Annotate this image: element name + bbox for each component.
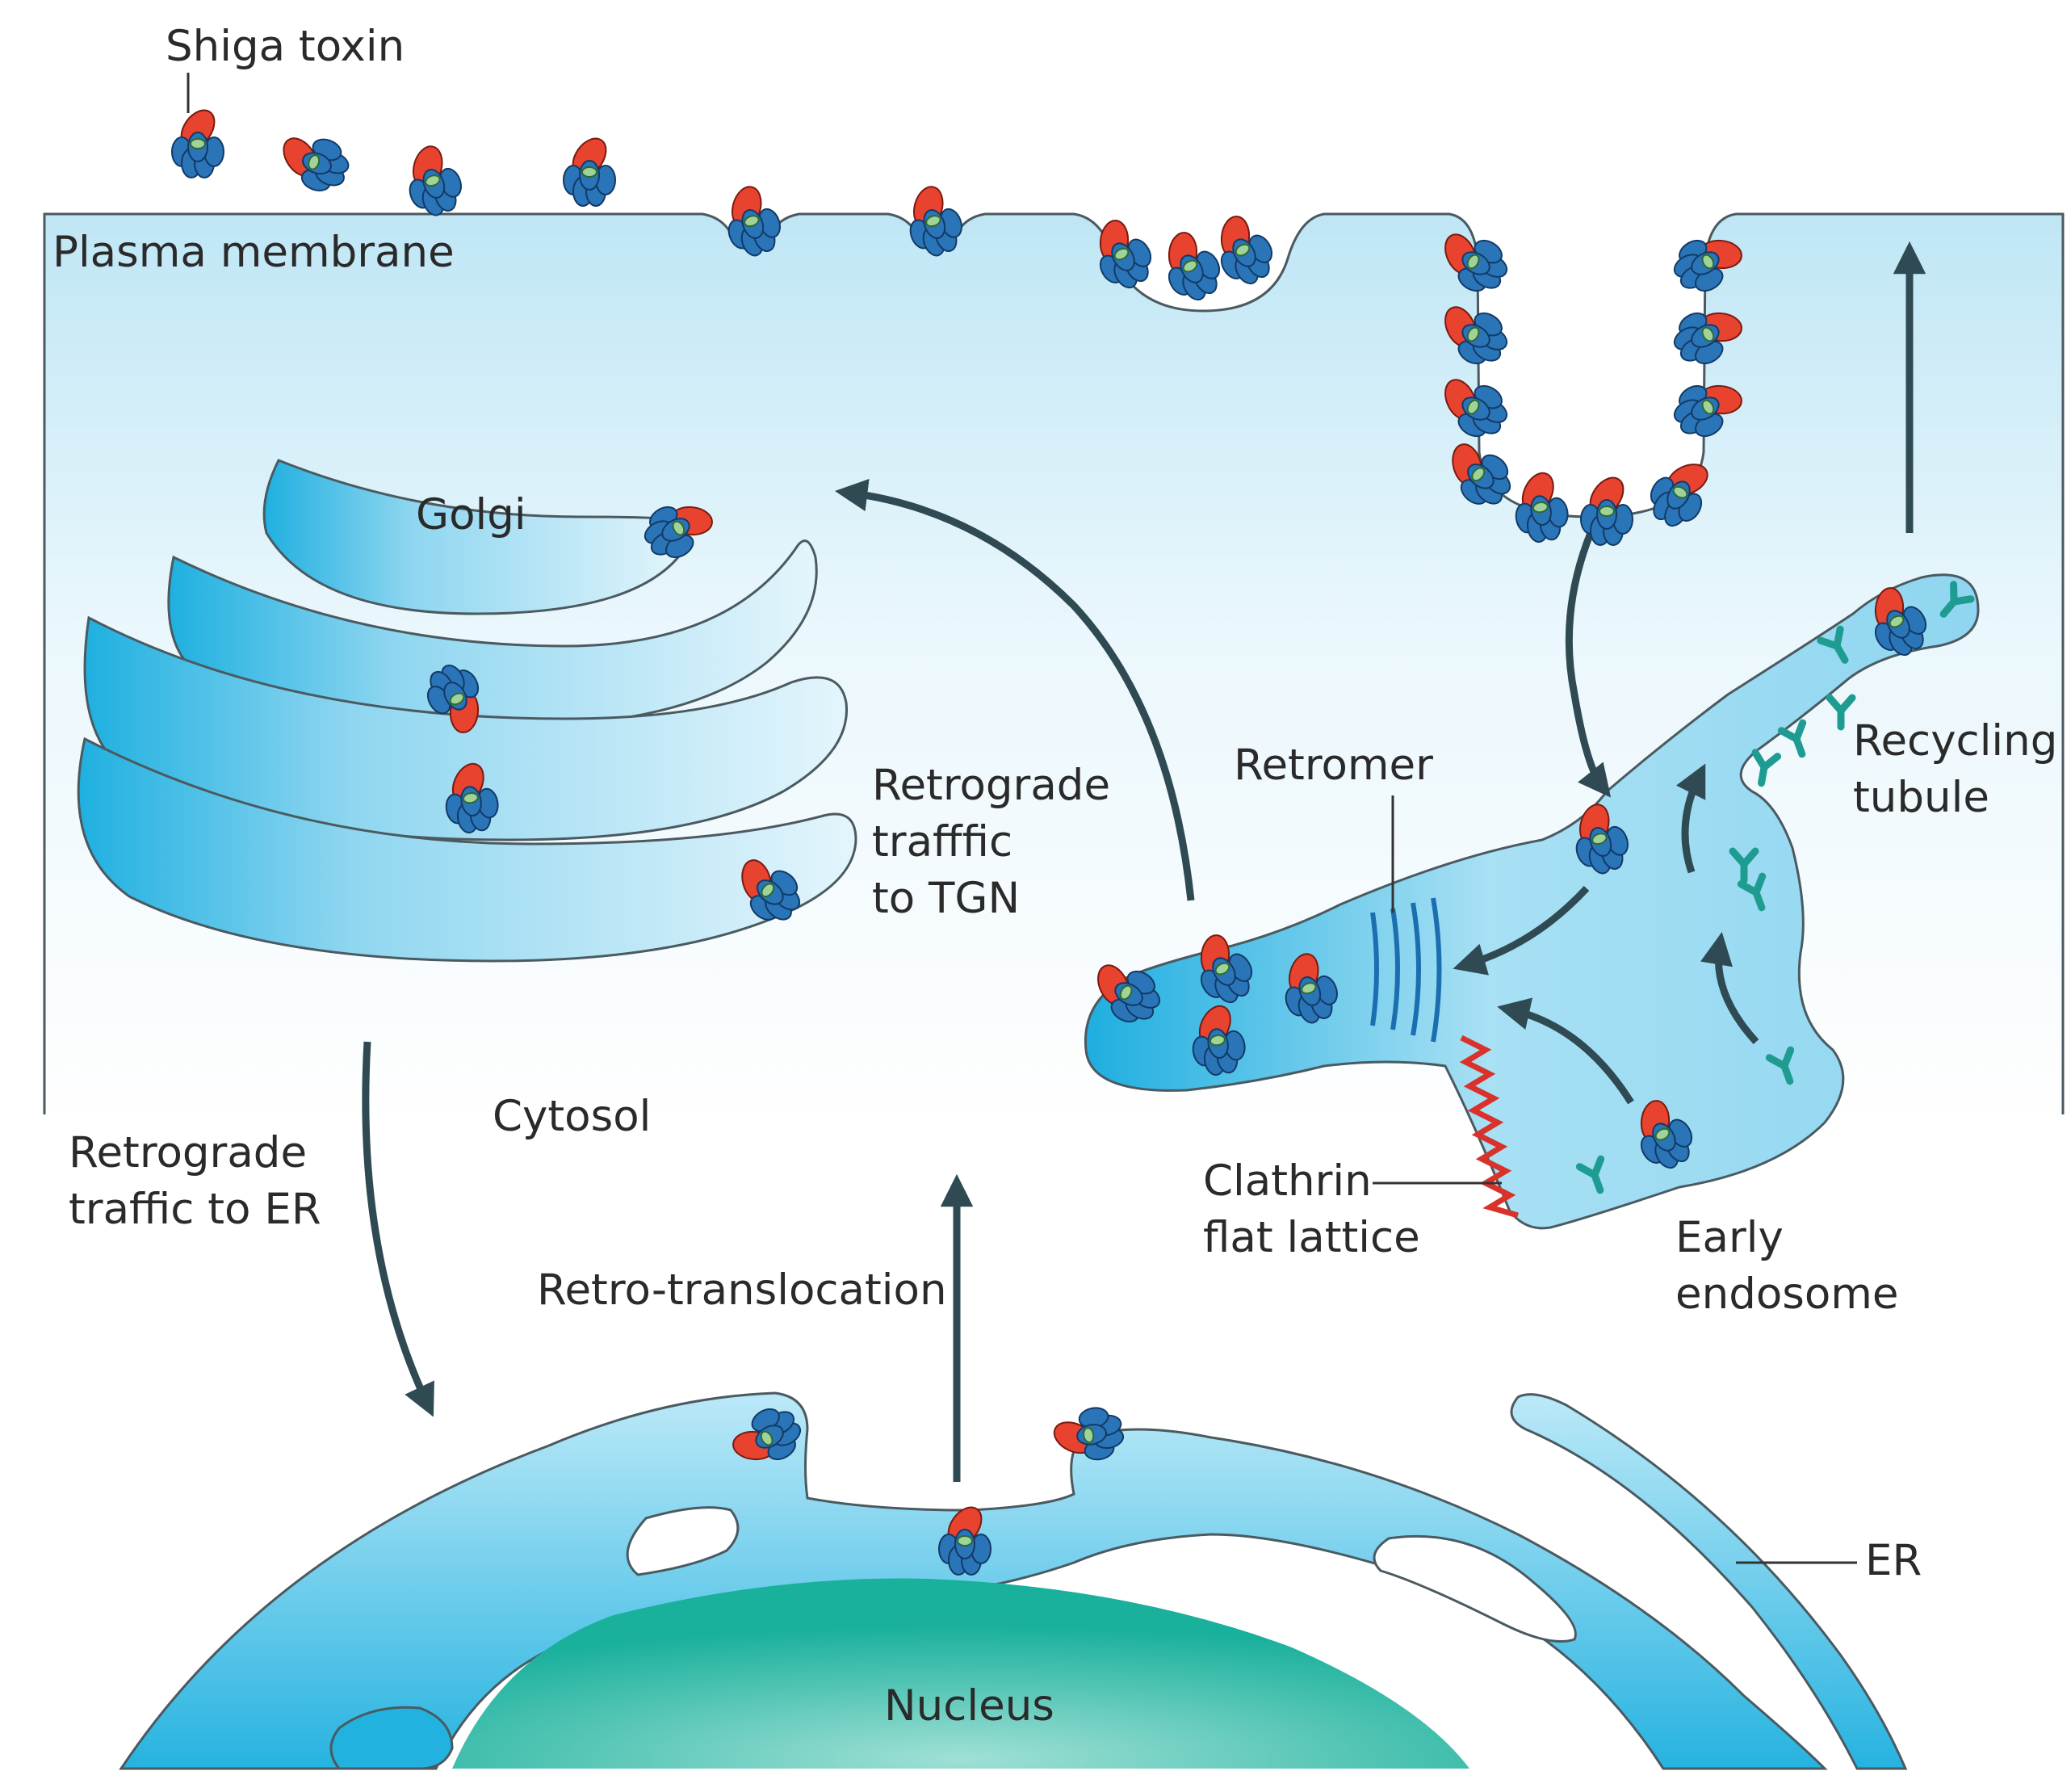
nuclear-pore-gap-2	[1373, 1534, 1577, 1643]
shiga-toxin-molecule	[1673, 312, 1742, 365]
arrow-endosome-recycle-1	[1700, 932, 1759, 1045]
shiga-toxin-molecule	[1099, 220, 1152, 289]
receptor-glyph	[1751, 749, 1782, 787]
label-early-endosome-line-2: endosome	[1675, 1270, 1899, 1319]
retromer-coat	[1370, 897, 1442, 1043]
arrow-to-retromer	[1453, 885, 1590, 976]
label-early-endosome: Early endosome	[1675, 1213, 1899, 1319]
shiga-toxin-molecule	[283, 137, 350, 191]
shiga-toxin-molecule	[171, 109, 224, 178]
shiga-toxin-molecule	[1575, 804, 1629, 875]
shiga-toxin-molecule	[1053, 1407, 1125, 1461]
label-retrograde-tgn-line-3: to TGN	[872, 874, 1020, 923]
label-retrograde-er-line-1: Retrograde	[69, 1128, 307, 1177]
receptor-glyph	[1817, 625, 1849, 664]
receptor-glyph	[1729, 847, 1759, 884]
arrow-endosome-recycle-2	[1676, 763, 1706, 874]
clathrin-lattice	[1459, 1034, 1519, 1219]
shiga-toxin-molecule	[445, 762, 499, 834]
receptor-glyph	[1737, 872, 1767, 912]
label-clathrin-line-1: Clathrin	[1203, 1156, 1372, 1206]
shiga-toxin-molecules	[171, 109, 1927, 1576]
arrow-clathrin-to-retromer	[1497, 997, 1634, 1105]
receptor-glyph	[1575, 1155, 1605, 1194]
label-retrograde-tgn: Retrograde trafffic to TGN	[872, 761, 1124, 923]
label-recycling-tubule-line-1: Recycling	[1853, 716, 2057, 766]
receptor-glyph	[1939, 581, 1975, 618]
shiga-toxin-molecule	[1192, 1005, 1246, 1076]
shiga-toxin-molecule	[1640, 1100, 1693, 1169]
label-golgi: Golgi	[416, 490, 526, 539]
shiga-toxin-molecule	[1444, 379, 1508, 438]
label-retrograde-tgn-line-1: Retrograde	[872, 761, 1110, 810]
shiga-toxin-molecule	[1285, 953, 1338, 1024]
er-blob-left	[329, 1706, 454, 1770]
receptor-glyph	[1765, 1046, 1795, 1085]
nuclear-pore-gap-1	[626, 1506, 740, 1576]
shiga-toxin-molecule	[1168, 232, 1221, 301]
label-retro-translocation: Retro-translocation	[537, 1265, 947, 1315]
arrows	[362, 241, 1926, 1482]
label-retrograde-er-line-2: traffic to ER	[69, 1185, 321, 1234]
shiga-toxin-molecule	[727, 186, 781, 257]
label-er: ER	[1865, 1536, 1922, 1585]
golgi	[77, 459, 857, 963]
er-tubule-right	[1510, 1393, 1908, 1770]
label-retromer: Retromer	[1234, 741, 1433, 790]
shiga-toxin-molecule	[426, 664, 480, 733]
shiga-toxin-molecule	[1444, 306, 1508, 365]
shiga-toxin-molecule	[909, 186, 962, 257]
shiga-toxin-molecule	[1200, 934, 1253, 1004]
shiga-toxin-molecule	[1580, 476, 1633, 546]
shiga-toxin-molecule	[409, 145, 462, 216]
shiga-toxin-molecule	[563, 137, 616, 207]
shiga-toxin-molecule	[1515, 472, 1569, 543]
shiga-toxin-molecule	[1444, 233, 1508, 292]
shiga-toxin-molecule	[644, 506, 713, 559]
label-shiga-toxin: Shiga toxin	[166, 22, 405, 71]
label-clathrin-line-2: flat lattice	[1203, 1213, 1420, 1262]
shiga-toxin-molecule	[938, 1506, 991, 1576]
shiga-toxin-molecule	[741, 859, 801, 921]
arrow-to-tgn	[834, 478, 1195, 901]
shiga-toxin-molecule	[1097, 964, 1161, 1023]
shiga-toxin-molecule	[1452, 443, 1511, 505]
shiga-toxin-molecule	[1673, 239, 1742, 292]
label-recycling-tubule: Recycling tubule	[1853, 716, 2071, 822]
nucleus	[452, 1578, 1469, 1769]
label-recycling-tubule-line-2: tubule	[1853, 773, 1989, 822]
label-plasma-membrane: Plasma membrane	[52, 228, 455, 277]
receptor-molecules	[1575, 581, 1975, 1194]
receptor-glyph	[1826, 694, 1856, 731]
label-early-endosome-line-1: Early	[1675, 1213, 1784, 1262]
shiga-toxin-molecule	[1874, 587, 1927, 657]
label-retrograde-er: Retrograde traffic to ER	[69, 1128, 321, 1234]
label-clathrin: Clathrin flat lattice	[1203, 1156, 1420, 1262]
shiga-toxin-molecule	[1650, 464, 1708, 527]
shiga-toxin-molecule	[732, 1408, 802, 1461]
arrow-to-early-endosome	[1565, 531, 1612, 798]
label-nucleus: Nucleus	[884, 1681, 1054, 1731]
receptor-glyph	[1777, 719, 1807, 758]
label-retrograde-tgn-line-2: trafffic	[872, 817, 1012, 867]
shiga-toxin-molecule	[1673, 384, 1742, 438]
shiga-toxin-molecule	[1220, 216, 1273, 285]
arrow-to-er	[362, 1041, 434, 1417]
label-cytosol: Cytosol	[493, 1092, 651, 1141]
